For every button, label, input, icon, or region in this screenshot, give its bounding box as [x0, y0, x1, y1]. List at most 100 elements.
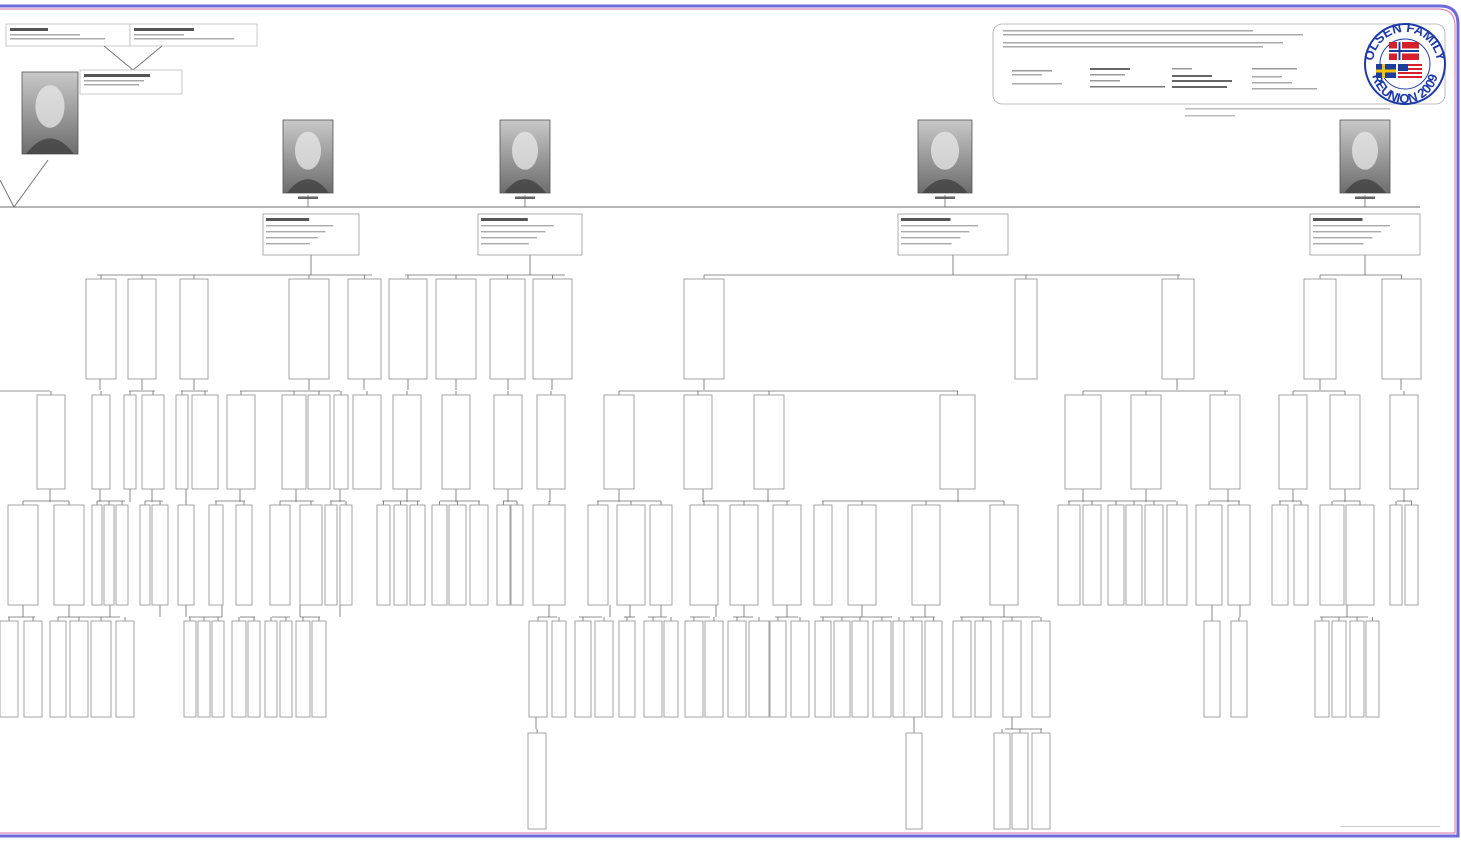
person-box[interactable] [115, 504, 129, 606]
person-box[interactable] [1389, 394, 1419, 490]
person-box[interactable] [1381, 278, 1422, 380]
person-box[interactable] [177, 504, 195, 606]
person-box[interactable] [527, 732, 547, 830]
person-box[interactable] [1271, 504, 1289, 606]
person-box[interactable] [1031, 620, 1051, 718]
person-box[interactable] [441, 394, 471, 490]
person-box[interactable] [299, 504, 323, 606]
person-box[interactable] [339, 504, 353, 606]
person-box[interactable] [851, 620, 869, 718]
person-box[interactable] [1404, 504, 1419, 606]
person-box[interactable] [1329, 394, 1361, 490]
person-box[interactable] [649, 504, 673, 606]
person-box[interactable] [231, 620, 247, 718]
person-box[interactable] [247, 620, 261, 718]
person-box[interactable] [226, 394, 256, 490]
person-box[interactable] [191, 394, 219, 490]
person-box[interactable] [85, 278, 117, 380]
person-box[interactable] [814, 620, 832, 718]
person-box[interactable] [1195, 504, 1223, 606]
person-box[interactable] [1345, 504, 1375, 606]
person-box[interactable] [1331, 620, 1347, 718]
person-box[interactable] [704, 620, 724, 718]
person-box[interactable] [264, 620, 278, 718]
person-box[interactable] [388, 278, 428, 380]
person-box[interactable] [684, 620, 704, 718]
person-box[interactable] [91, 394, 111, 490]
person-box[interactable] [376, 504, 391, 606]
person-box[interactable] [1125, 504, 1143, 606]
person-box[interactable] [183, 620, 197, 718]
person-box[interactable] [493, 394, 523, 490]
person-box[interactable] [279, 620, 293, 718]
person-box[interactable] [903, 620, 923, 718]
person-box[interactable] [1166, 504, 1188, 606]
person-box[interactable] [179, 278, 209, 380]
person-box[interactable] [211, 620, 225, 718]
person-box[interactable] [1057, 504, 1081, 606]
person-box[interactable] [528, 620, 548, 718]
person-box[interactable] [151, 504, 169, 606]
person-box[interactable] [139, 504, 151, 606]
ancestor-box[interactable] [79, 69, 183, 95]
person-box[interactable] [307, 394, 331, 490]
person-box[interactable] [469, 504, 489, 606]
person-box[interactable] [974, 620, 992, 718]
person-box[interactable] [892, 620, 906, 718]
child-info-box[interactable] [1309, 213, 1421, 256]
person-box[interactable] [574, 620, 592, 718]
person-box[interactable] [989, 504, 1019, 606]
person-box[interactable] [23, 620, 43, 718]
person-box[interactable] [772, 504, 802, 606]
person-box[interactable] [1209, 394, 1241, 490]
person-box[interactable] [1230, 620, 1248, 718]
person-box[interactable] [127, 278, 157, 380]
person-box[interactable] [616, 504, 646, 606]
person-box[interactable] [1365, 620, 1380, 718]
person-box[interactable] [1278, 394, 1308, 490]
person-box[interactable] [753, 394, 785, 490]
person-box[interactable] [790, 620, 810, 718]
person-box[interactable] [1064, 394, 1102, 490]
person-box[interactable] [532, 504, 566, 606]
person-box[interactable] [1144, 504, 1164, 606]
person-box[interactable] [91, 504, 103, 606]
person-box[interactable] [924, 620, 943, 718]
person-box[interactable] [347, 278, 382, 380]
person-box[interactable] [911, 504, 941, 606]
person-box[interactable] [90, 620, 112, 718]
person-box[interactable] [1011, 732, 1029, 830]
person-box[interactable] [939, 394, 976, 490]
person-box[interactable] [103, 504, 115, 606]
person-box[interactable] [603, 394, 635, 490]
person-box[interactable] [69, 620, 89, 718]
person-box[interactable] [1319, 504, 1345, 606]
person-box[interactable] [769, 620, 787, 718]
child-info-box[interactable] [262, 213, 360, 256]
person-box[interactable] [833, 620, 851, 718]
person-box[interactable] [813, 504, 833, 606]
person-box[interactable] [115, 620, 135, 718]
person-box[interactable] [1349, 620, 1365, 718]
person-box[interactable] [141, 394, 165, 490]
person-box[interactable] [993, 732, 1011, 830]
person-box[interactable] [235, 504, 253, 606]
person-box[interactable] [269, 504, 291, 606]
person-box[interactable] [448, 504, 467, 606]
person-box[interactable] [952, 620, 972, 718]
person-box[interactable] [618, 620, 636, 718]
person-box[interactable] [1107, 504, 1125, 606]
person-box[interactable] [281, 394, 307, 490]
person-box[interactable] [311, 620, 327, 718]
person-box[interactable] [594, 620, 614, 718]
person-box[interactable] [748, 620, 770, 718]
person-box[interactable] [393, 504, 408, 606]
person-box[interactable] [197, 620, 211, 718]
person-box[interactable] [295, 620, 311, 718]
person-box[interactable] [1014, 278, 1038, 380]
person-box[interactable] [536, 394, 566, 490]
person-box[interactable] [1161, 278, 1195, 380]
child-info-box[interactable] [897, 213, 1009, 256]
person-box[interactable] [847, 504, 877, 606]
person-box[interactable] [1082, 504, 1102, 606]
